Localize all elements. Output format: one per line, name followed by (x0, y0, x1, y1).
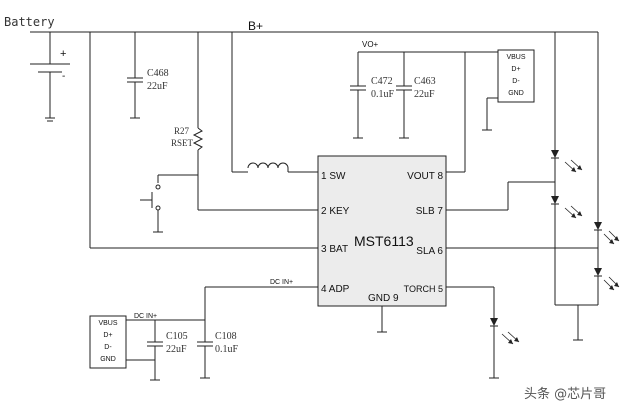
pin-5-torch: TORCH 5 (404, 284, 443, 294)
bat-wire (89, 32, 318, 249)
pin-3-bat: 3 BAT (321, 244, 348, 255)
c472-name-label: C472 (371, 76, 393, 87)
led-arrows-left (564, 159, 583, 219)
battery-plus-label: + (60, 48, 66, 60)
usb-connector-bottom (89, 315, 160, 381)
pin-1-sw: 1 SW (321, 171, 346, 182)
torch-led (446, 286, 499, 379)
dc-in-label-top: DC IN+ (270, 279, 293, 286)
battery-minus-label: - (62, 71, 65, 82)
chip-gnd-wire (377, 306, 387, 333)
adp-wire (126, 286, 318, 321)
c108-name-label: C108 (215, 331, 237, 342)
pin-6-sla: SLA 6 (416, 246, 443, 257)
c468-name-label: C468 (147, 68, 169, 79)
key-switch (140, 174, 198, 233)
capacitor-c468 (127, 32, 143, 119)
capacitor-c472 (350, 52, 366, 139)
pin-4-adp: 4 ADP (321, 284, 350, 295)
b-plus-label: B+ (248, 19, 263, 33)
ic-mst6113 (317, 155, 447, 307)
capacitor-c105 (147, 320, 163, 360)
r27-name-label: R27 (174, 126, 190, 136)
chip-name: MST6113 (354, 233, 414, 249)
capacitor-c463 (396, 52, 412, 139)
c468-value-label: 22uF (147, 81, 168, 92)
watermark-text: 头条 @芯片哥 (524, 386, 606, 402)
c105-name-label: C105 (166, 331, 188, 342)
pin-8-vout: VOUT 8 (407, 171, 443, 182)
usb-bottom-dminus: D- (104, 344, 112, 351)
battery-symbol (30, 32, 70, 122)
slb-wire (446, 181, 555, 211)
led-string-right (555, 31, 602, 305)
pin-9-gnd: GND 9 (368, 293, 399, 304)
pin-2-key: 2 KEY (321, 206, 350, 217)
torch-led-arrows (501, 331, 520, 345)
usb-top-vbus: VBUS (506, 54, 525, 61)
usb-bottom-gnd: GND (100, 356, 116, 363)
led-arrows-right (603, 230, 620, 291)
usb-top-gnd: GND (508, 90, 524, 97)
c463-value-label: 22uF (414, 89, 435, 100)
led-string-left (551, 150, 598, 306)
dc-in-label-bottom: DC IN+ (134, 313, 157, 320)
usb-connector-top (482, 49, 535, 131)
c472-value-label: 0.1uF (371, 89, 395, 100)
usb-top-dplus: D+ (511, 66, 520, 73)
c105-value-label: 22uF (166, 344, 187, 355)
r27-sub-label: RSET (171, 138, 194, 148)
usb-top-dminus: D- (512, 78, 520, 85)
led-bottom-gnd (573, 305, 583, 341)
vo-plus-label: VO+ (362, 40, 379, 49)
c108-value-label: 0.1uF (215, 344, 239, 355)
vout-network (358, 51, 520, 173)
pin-7-slb: SLB 7 (416, 206, 444, 217)
usb-bottom-vbus: VBUS (98, 320, 117, 327)
c463-name-label: C463 (414, 76, 436, 87)
b-plus-rail (30, 31, 556, 150)
inductor (231, 32, 318, 173)
resistor-r27 (192, 32, 318, 211)
capacitor-c108 (197, 320, 213, 379)
usb-bottom-dplus: D+ (103, 332, 112, 339)
battery-label: Battery (4, 15, 55, 29)
